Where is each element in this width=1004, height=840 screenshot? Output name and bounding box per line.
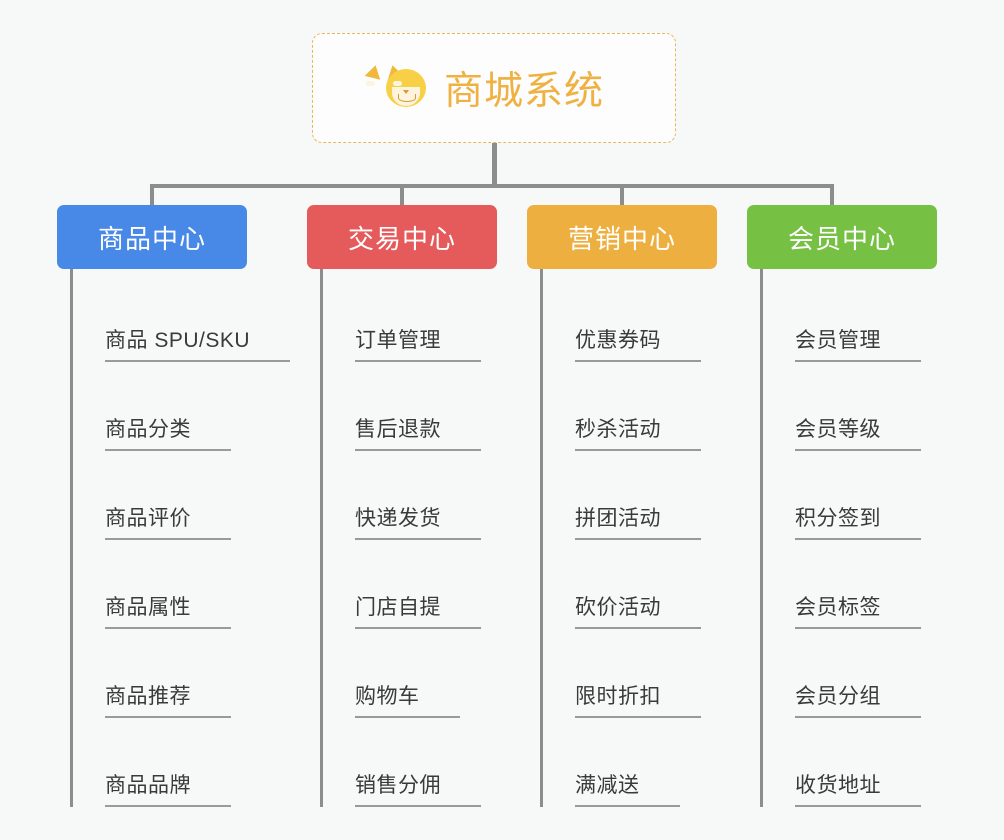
leaf-label: 订单管理 — [355, 329, 481, 362]
branch-column-marketing: 营销中心 优惠券码 秒杀活动 拼团活动 砍价活动 限时折扣 满减送 — [527, 205, 717, 807]
leaf-list-trade: 订单管理 售后退款 快递发货 门店自提 购物车 销售分佣 — [320, 269, 497, 807]
leaf-label: 拼团活动 — [575, 507, 701, 540]
category-header-trade[interactable]: 交易中心 — [307, 205, 497, 269]
category-header-label: 会员中心 — [787, 223, 896, 254]
list-item[interactable]: 快递发货 — [323, 451, 497, 540]
category-header-member[interactable]: 会员中心 — [747, 205, 937, 269]
branch-column-member: 会员中心 会员管理 会员等级 积分签到 会员标签 会员分组 收货地址 — [747, 205, 937, 807]
list-item[interactable]: 商品品牌 — [73, 718, 247, 807]
connector-drop-0 — [150, 184, 154, 208]
category-header-label: 商品中心 — [97, 223, 206, 254]
leaf-label: 商品属性 — [105, 596, 231, 629]
leaf-label: 商品分类 — [105, 418, 231, 451]
list-item[interactable]: 会员管理 — [763, 273, 937, 362]
connector-drop-3 — [830, 184, 834, 208]
leaf-label: 商品品牌 — [105, 774, 231, 807]
leaf-label: 商品推荐 — [105, 685, 231, 718]
leaf-label: 商品 SPU/SKU — [105, 329, 291, 362]
leaf-label: 收货地址 — [795, 774, 921, 807]
leaf-label: 快递发货 — [355, 507, 481, 540]
list-item[interactable]: 秒杀活动 — [543, 362, 717, 451]
list-item[interactable]: 商品 SPU/SKU — [73, 273, 291, 362]
connector-horizontal-bus — [150, 184, 834, 188]
leaf-label: 销售分佣 — [355, 774, 481, 807]
list-item[interactable]: 拼团活动 — [543, 451, 717, 540]
leaf-label: 会员分组 — [795, 685, 921, 718]
shiba-dog-face-icon — [364, 63, 430, 111]
category-header-label: 交易中心 — [347, 223, 456, 254]
leaf-label: 秒杀活动 — [575, 418, 701, 451]
leaf-label: 会员管理 — [795, 329, 921, 362]
leaf-label: 购物车 — [355, 685, 460, 718]
connector-drop-1 — [400, 184, 404, 208]
leaf-label: 积分签到 — [795, 507, 921, 540]
leaf-label: 售后退款 — [355, 418, 481, 451]
list-item[interactable]: 售后退款 — [323, 362, 497, 451]
list-item[interactable]: 购物车 — [323, 629, 497, 718]
list-item[interactable]: 商品推荐 — [73, 629, 247, 718]
list-item[interactable]: 限时折扣 — [543, 629, 717, 718]
list-item[interactable]: 会员分组 — [763, 629, 937, 718]
leaf-label: 商品评价 — [105, 507, 231, 540]
list-item[interactable]: 商品分类 — [73, 362, 247, 451]
category-header-product[interactable]: 商品中心 — [57, 205, 247, 269]
root-title: 商城系统 — [443, 70, 604, 113]
branch-column-trade: 交易中心 订单管理 售后退款 快递发货 门店自提 购物车 销售分佣 — [307, 205, 497, 807]
list-item[interactable]: 订单管理 — [323, 273, 497, 362]
leaf-label: 满减送 — [575, 774, 680, 807]
list-item[interactable]: 门店自提 — [323, 540, 497, 629]
connector-root-stem — [492, 143, 497, 188]
list-item[interactable]: 满减送 — [543, 718, 717, 807]
leaf-list-member: 会员管理 会员等级 积分签到 会员标签 会员分组 收货地址 — [760, 269, 937, 807]
list-item[interactable]: 会员等级 — [763, 362, 937, 451]
list-item[interactable]: 商品评价 — [73, 451, 247, 540]
leaf-label: 会员标签 — [795, 596, 921, 629]
leaf-list-marketing: 优惠券码 秒杀活动 拼团活动 砍价活动 限时折扣 满减送 — [540, 269, 717, 807]
leaf-label: 门店自提 — [355, 596, 481, 629]
list-item[interactable]: 销售分佣 — [323, 718, 497, 807]
category-header-marketing[interactable]: 营销中心 — [527, 205, 717, 269]
leaf-label: 会员等级 — [795, 418, 921, 451]
list-item[interactable]: 砍价活动 — [543, 540, 717, 629]
root-node[interactable]: 商城系统 — [312, 33, 676, 143]
list-item[interactable]: 积分签到 — [763, 451, 937, 540]
leaf-list-product: 商品 SPU/SKU 商品分类 商品评价 商品属性 商品推荐 商品品牌 — [70, 269, 291, 807]
list-item[interactable]: 优惠券码 — [543, 273, 717, 362]
branch-column-product: 商品中心 商品 SPU/SKU 商品分类 商品评价 商品属性 商品推荐 商品品牌 — [57, 205, 291, 807]
list-item[interactable]: 商品属性 — [73, 540, 247, 629]
list-item[interactable]: 会员标签 — [763, 540, 937, 629]
connector-drop-2 — [620, 184, 624, 208]
leaf-label: 砍价活动 — [575, 596, 701, 629]
leaf-label: 限时折扣 — [575, 685, 701, 718]
leaf-label: 优惠券码 — [575, 329, 701, 362]
category-header-label: 营销中心 — [567, 223, 676, 254]
list-item[interactable]: 收货地址 — [763, 718, 937, 807]
